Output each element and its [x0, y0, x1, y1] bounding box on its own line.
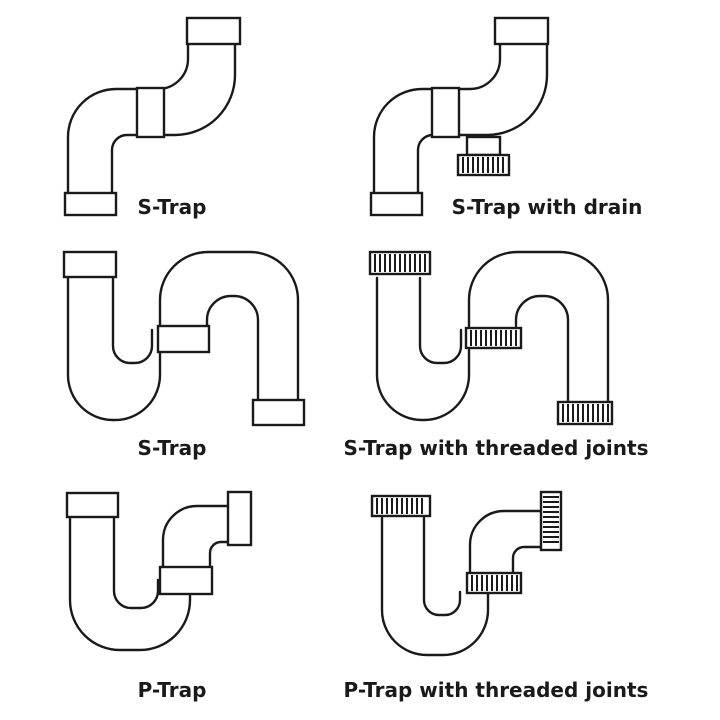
bottom-outlet-fitting: [369, 191, 424, 217]
p-trap-label: P-Trap: [138, 678, 207, 702]
top-inlet-fitting: [62, 250, 118, 279]
threaded-bottom-fitting: [556, 400, 614, 426]
slip-joint-nut: [156, 324, 211, 354]
s-trap-label-2: S-Trap: [138, 436, 207, 460]
p-trap-illustration: [65, 490, 253, 652]
threaded-side-outlet: [539, 490, 563, 552]
threaded-middle-joint: [464, 326, 523, 350]
s-trap-with-drain-illustration: [369, 16, 550, 217]
s-trap-threaded-label: S-Trap with threaded joints: [344, 436, 649, 460]
s-trap-threaded-illustration: [368, 250, 614, 426]
s-trap-compact-illustration: [63, 16, 242, 217]
top-inlet-fitting: [493, 16, 550, 46]
top-inlet-fitting: [65, 491, 120, 519]
slip-joint-nut: [430, 86, 461, 139]
drain-plug-cap: [456, 153, 511, 177]
side-outlet-fitting: [226, 490, 253, 547]
slip-joint-nut: [158, 565, 214, 596]
s-trap-full-illustration: [62, 250, 306, 427]
s-trap-label-1: S-Trap: [138, 195, 207, 219]
threaded-middle-joint: [465, 571, 523, 595]
threaded-top-fitting: [368, 250, 432, 276]
p-trap-threaded-illustration: [370, 490, 563, 657]
threaded-top-fitting: [370, 494, 432, 518]
drain-neck: [465, 135, 502, 157]
bottom-outlet-fitting: [251, 398, 306, 427]
s-trap-with-drain-label: S-Trap with drain: [452, 195, 643, 219]
slip-joint-nut: [135, 86, 166, 139]
top-inlet-fitting: [185, 16, 242, 46]
p-trap-threaded-label: P-Trap with threaded joints: [344, 678, 649, 702]
bottom-outlet-fitting: [63, 191, 118, 217]
